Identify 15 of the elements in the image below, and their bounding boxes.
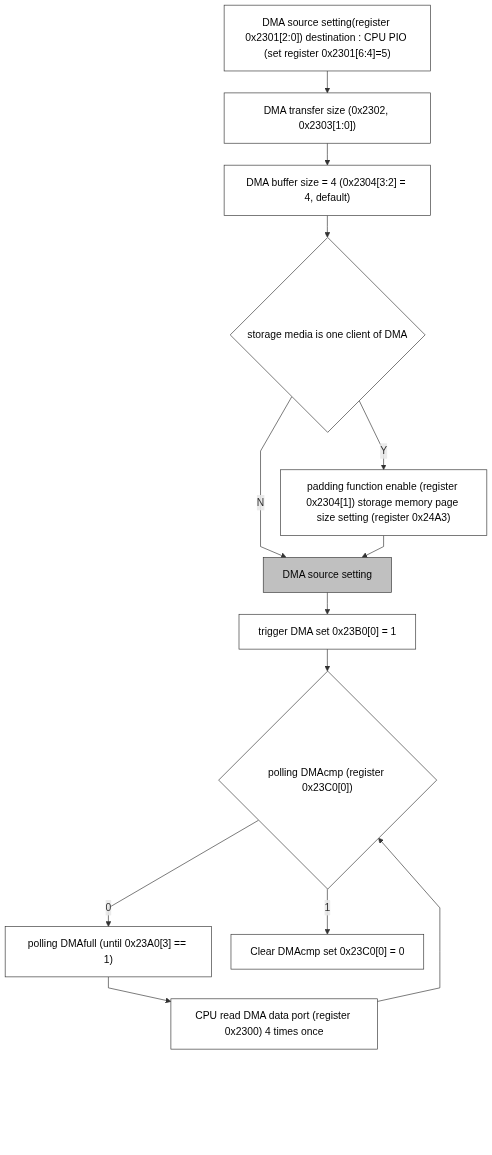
- node-box: DMA transfer size (0x2302, 0x2303[1:0]): [223, 92, 431, 144]
- node-box: polling DMAfull (until 0x23A0[3] == 1): [4, 926, 212, 978]
- edge-label: 0: [105, 902, 112, 913]
- edge-label: Y: [380, 445, 388, 457]
- edge-label: N: [256, 496, 265, 508]
- node-box: padding function enable (register 0x2304[1]) storage memory page size setting (register 0x24A3): [280, 469, 488, 536]
- node-box: trigger DMA set 0x23B0[0] = 1: [238, 613, 417, 650]
- node-diamond: storage media is one client of DMA: [229, 237, 426, 433]
- node-box: DMA source setting: [262, 557, 392, 593]
- node-box: DMA source setting(register 0x2301[2:0]) destination : CPU PIO (set register 0x2301[6:4]=5): [223, 4, 431, 72]
- node-box: Clear DMAcmp set 0x23C0[0] = 0: [230, 933, 425, 970]
- edge-label: 1: [324, 902, 331, 913]
- node-box: CPU read DMA data port (register 0x2300) 4 times once: [170, 998, 378, 1050]
- node-diamond: polling DMAcmp (register 0x23C0[0]): [218, 670, 438, 890]
- node-box: DMA buffer size = 4 (0x2304[3:2] = 4, default): [223, 164, 431, 216]
